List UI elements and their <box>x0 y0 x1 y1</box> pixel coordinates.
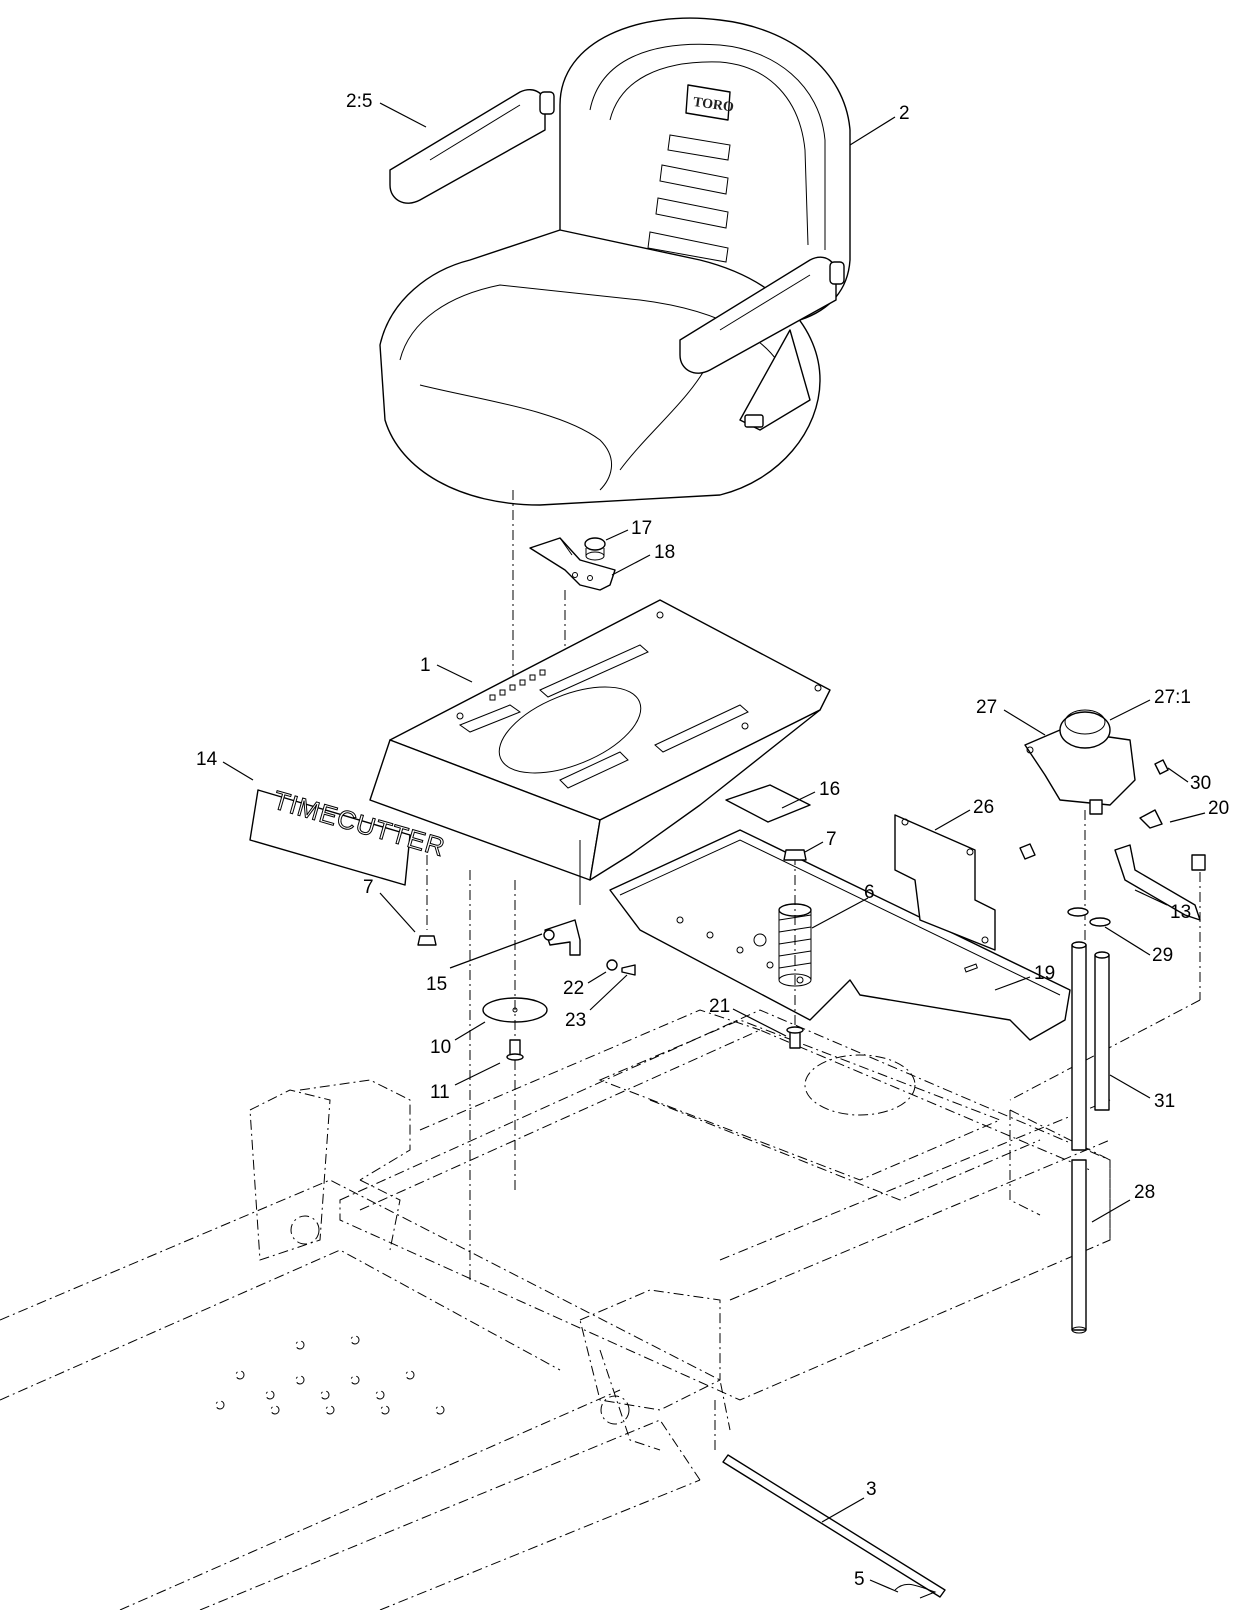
callout-27-1: 27:1 <box>1154 687 1191 708</box>
switch-spring <box>584 537 606 561</box>
callout-27: 27 <box>976 697 997 718</box>
callout-10: 10 <box>430 1037 451 1058</box>
mount-channel <box>609 829 1071 1041</box>
clip-23 <box>621 964 636 976</box>
callout-19: 19 <box>1034 963 1055 984</box>
hose-clamps <box>1067 907 1111 927</box>
washer-22 <box>606 959 618 971</box>
callout-31: 31 <box>1154 1091 1175 1112</box>
callout-13: 13 <box>1170 902 1191 923</box>
leader-lines <box>222 102 1206 1593</box>
callout-23: 23 <box>565 1010 586 1031</box>
decal-16 <box>725 784 811 823</box>
callout-2: 2 <box>899 103 910 124</box>
callout-18: 18 <box>654 542 675 563</box>
switch-bracket <box>529 537 616 591</box>
hose-28 <box>1071 1159 1087 1334</box>
callout-labels: 2:5 2 17 18 1 14 16 27 27:1 30 20 26 7 7… <box>196 91 1229 1590</box>
nut-7-right <box>783 849 807 861</box>
right-armrest <box>679 256 837 374</box>
hairpin-5 <box>894 1583 937 1599</box>
seat-pan <box>369 599 831 881</box>
callout-20: 20 <box>1208 798 1229 819</box>
mower-frame <box>0 1009 1111 1610</box>
callout-2-5: 2:5 <box>346 91 372 112</box>
bolt-21 <box>786 1026 804 1049</box>
callout-15: 15 <box>426 974 447 995</box>
callout-14: 14 <box>196 749 218 770</box>
callout-5: 5 <box>854 1569 865 1590</box>
hose-31 <box>1071 941 1110 1151</box>
nut-7-left <box>417 855 437 946</box>
callout-30: 30 <box>1190 773 1211 794</box>
callout-1: 1 <box>420 655 431 676</box>
callout-7-right: 7 <box>826 829 837 850</box>
left-armrest <box>389 89 547 204</box>
callout-7-left: 7 <box>363 877 374 898</box>
hose-bracket-13 <box>1114 809 1206 1000</box>
callout-16: 16 <box>819 779 840 800</box>
callout-28: 28 <box>1134 1182 1155 1203</box>
seat-logo-text: TORO <box>692 95 735 116</box>
mounting-bracket-26 <box>894 814 1036 951</box>
callout-29: 29 <box>1152 945 1173 966</box>
callout-6: 6 <box>864 882 875 903</box>
callout-22: 22 <box>563 978 584 999</box>
seat-assembly: TORO <box>379 17 851 506</box>
rod-3 <box>722 1454 946 1598</box>
seat-switch-linkage <box>543 840 581 956</box>
toro-logo <box>685 84 731 121</box>
callout-11: 11 <box>430 1082 450 1103</box>
screw-30 <box>1154 759 1169 775</box>
bolt-11 <box>506 1039 524 1061</box>
callout-17: 17 <box>631 518 652 539</box>
callout-26: 26 <box>973 797 994 818</box>
callout-3: 3 <box>866 1479 877 1500</box>
reservoir-cap <box>1059 709 1111 749</box>
callout-21: 21 <box>709 996 730 1017</box>
